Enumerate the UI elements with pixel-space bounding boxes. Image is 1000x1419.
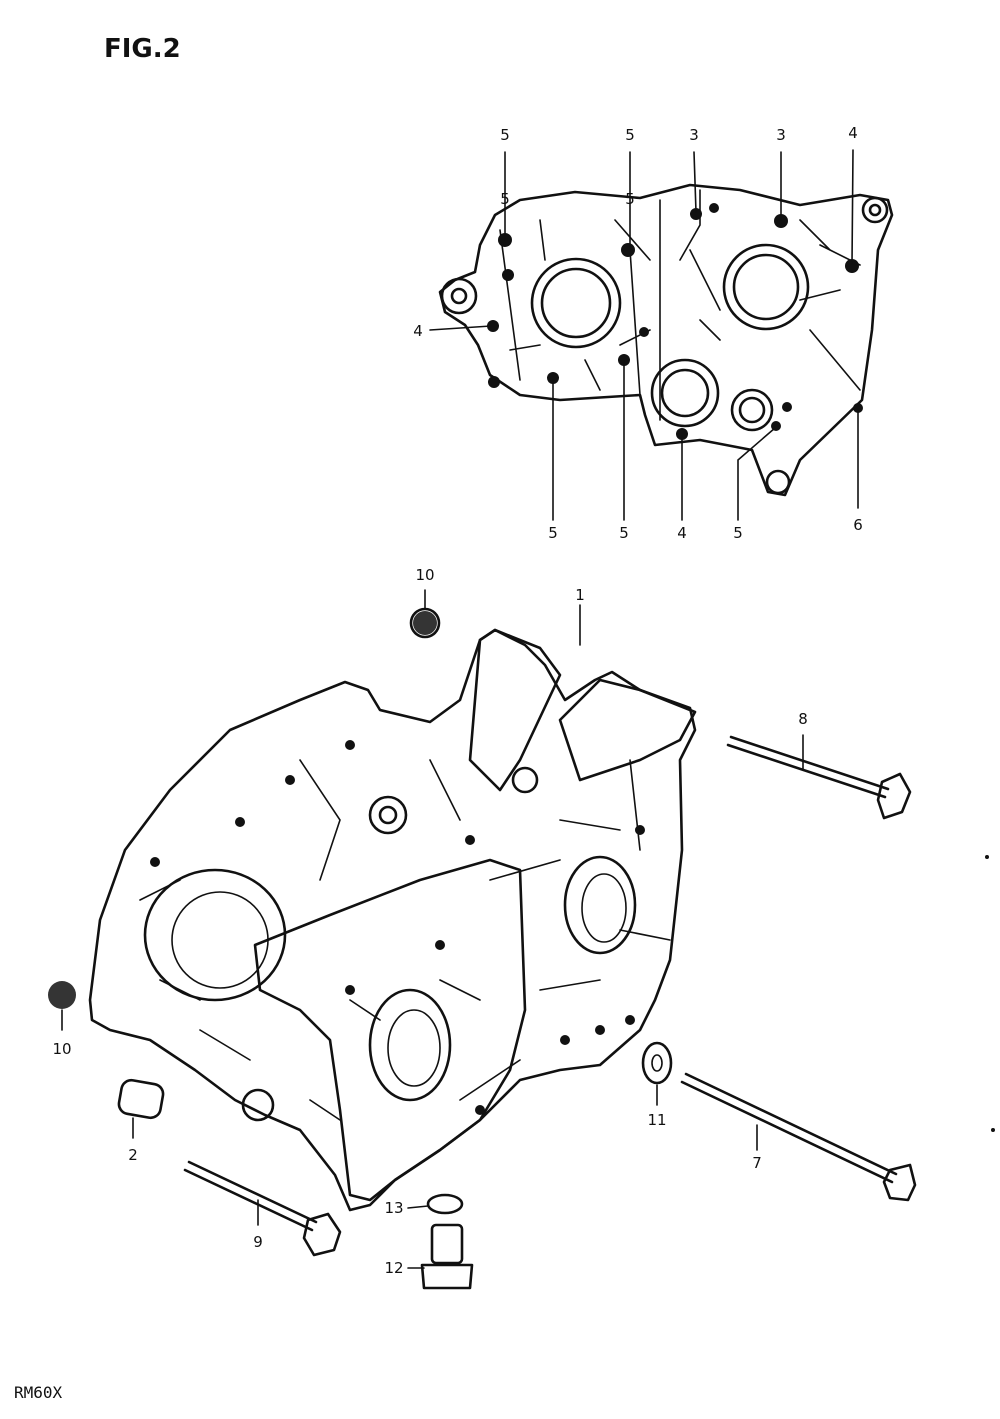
lower-bolt-holes	[150, 740, 645, 1115]
upper-bolt-holes	[487, 203, 863, 440]
upper-case-outline	[438, 183, 894, 497]
upper-top-right-boss-hole	[868, 203, 882, 217]
right-bearing-bore	[563, 855, 637, 955]
callout-lower-10-top: 10	[415, 566, 434, 584]
left-bearing-bore	[143, 868, 287, 1002]
callout-lower-12: 12	[384, 1259, 403, 1277]
right-main-bearing-inner	[732, 253, 800, 321]
model-code: RM60X	[14, 1383, 63, 1402]
callout-lower-9: 9	[253, 1233, 263, 1251]
callout-lower-7: 7	[752, 1154, 762, 1172]
small-bearing-outer	[730, 388, 774, 432]
mount-boss-1	[511, 766, 539, 794]
callout-upper-11: 6	[853, 516, 863, 534]
left-bearing-bore-inner	[171, 891, 269, 989]
callout-lower-8: 8	[798, 710, 808, 728]
upper-crankcase-view: 5 5 3 3 4 4 5 5 4 5 6 5 5	[413, 124, 894, 542]
washer-part-11	[641, 1041, 673, 1085]
stray-dot-2	[991, 1128, 995, 1132]
right-bearing-bore-inner	[581, 873, 627, 943]
center-bearing-bore	[368, 988, 452, 1102]
callout-lower-13: 13	[384, 1199, 403, 1217]
upper-left-boss	[440, 277, 478, 315]
bolt-part-8	[726, 735, 912, 820]
upper-leader-lines	[429, 149, 859, 521]
callout-upper-12: 5	[500, 190, 510, 208]
center-bearing-bore-inner	[387, 1009, 441, 1087]
shaft-bearing-inner	[660, 368, 710, 418]
drain-plug-part-12	[420, 1223, 474, 1290]
upper-top-right-boss	[861, 196, 889, 224]
callout-upper-6: 4	[413, 322, 423, 340]
callout-lower-1: 1	[575, 586, 585, 604]
small-bearing-inner	[738, 396, 766, 424]
callout-upper-10: 5	[733, 524, 743, 542]
left-main-bearing-inner	[540, 267, 612, 339]
callout-upper-2: 5	[625, 126, 635, 144]
upper-bottom-boss	[765, 469, 791, 495]
callout-upper-13: 5	[625, 190, 635, 208]
callout-upper-5: 4	[848, 124, 858, 142]
lower-boss	[241, 1088, 275, 1122]
callout-lower-11: 11	[647, 1111, 666, 1129]
upper-left-boss-hole	[450, 287, 468, 305]
stray-dot-1	[985, 855, 989, 859]
washer-part-13	[426, 1193, 464, 1215]
mount-boss-2	[368, 795, 408, 835]
cap-nut-top	[409, 607, 441, 639]
callout-upper-7: 5	[548, 524, 558, 542]
cap-nut-left	[48, 981, 76, 1009]
washer-part-11-hole	[651, 1054, 663, 1072]
callout-upper-8: 5	[619, 524, 629, 542]
figure-title: FIG.2	[104, 34, 181, 64]
shaft-bearing-outer	[650, 358, 720, 428]
right-main-bearing-outer	[722, 243, 810, 331]
callout-lower-2: 2	[128, 1146, 138, 1164]
crankcase-detail-lines	[139, 759, 671, 1121]
lower-crankcase-view: 10 1 8 10 2 9 13 12 11 7	[48, 566, 917, 1290]
crankcase-body-outline	[88, 628, 697, 1212]
leader-13	[407, 1205, 429, 1209]
callout-upper-9: 4	[677, 524, 687, 542]
left-main-bearing-outer	[530, 257, 622, 349]
dowel-pin-part-2	[117, 1078, 165, 1120]
callout-upper-4: 3	[776, 126, 786, 144]
bolt-part-9	[183, 1160, 342, 1257]
callout-upper-3: 3	[689, 126, 699, 144]
upper-mount-arms	[468, 628, 697, 792]
crankcase-side-face	[253, 858, 527, 1202]
bolt-part-7	[680, 1072, 917, 1202]
callout-upper-1: 5	[500, 126, 510, 144]
callout-lower-10-left: 10	[52, 1040, 71, 1058]
mount-boss-2-hole	[378, 805, 398, 825]
upper-internal-ribs	[499, 189, 861, 421]
